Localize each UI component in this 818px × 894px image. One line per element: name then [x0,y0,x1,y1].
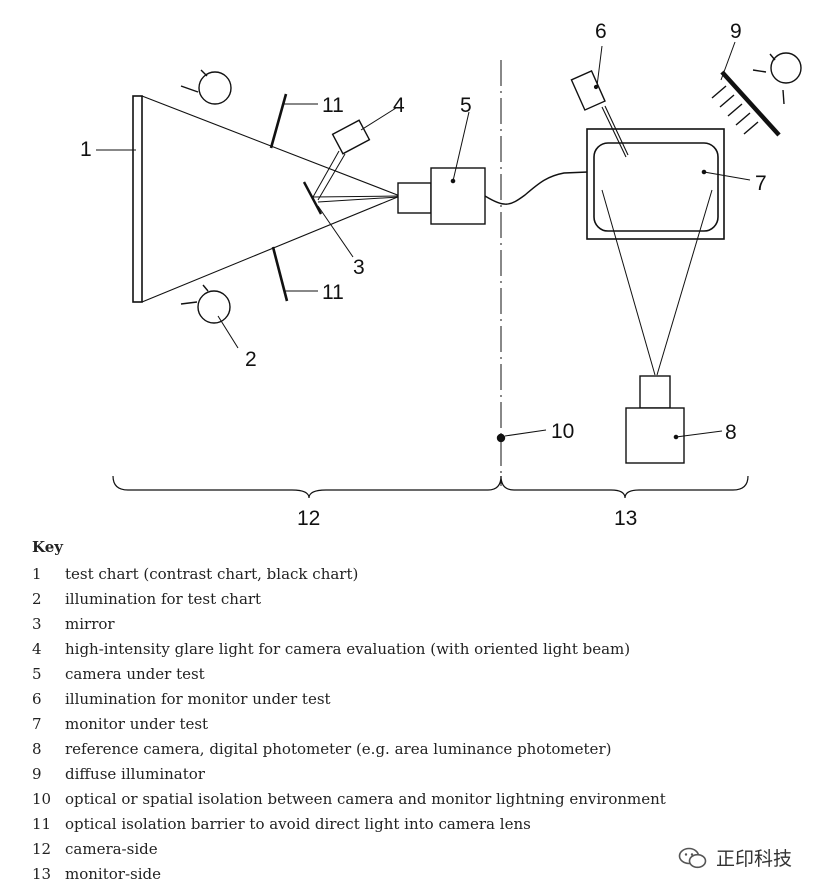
lamp-top [180,69,232,105]
camera-body [430,167,486,225]
diffuse-illuminator [711,52,802,137]
key-number: 10 [32,790,52,808]
watermark-text: 正印科技 [715,848,792,870]
label-11-bottom: 11 [322,281,344,304]
key-row: 12 camera-side [32,837,792,862]
key-row: 1 test chart (contrast chart, black chart… [32,562,792,587]
barrier-top [269,93,288,149]
key-number: 3 [32,615,42,633]
key-row: 4 high-intensity glare light for camera e… [32,637,792,662]
key-number: 12 [32,840,52,858]
key-description: camera-side [65,840,158,858]
label-1: 1 [80,138,92,161]
lamp-bottom [180,284,231,324]
label-6: 6 [595,20,607,43]
brace-monitor-side [500,475,749,499]
key-description: optical or spatial isolation between cam… [65,790,666,808]
key-row: 9 diffuse illuminator [32,762,792,787]
key-description: camera under test [65,665,205,683]
ref-camera-lens [639,375,671,409]
label-5: 5 [460,94,472,117]
key-row: 13 monitor-side [32,862,792,887]
key-row: 6 illumination for monitor under test [32,687,792,712]
key-description: illumination for monitor under test [65,690,331,708]
label-7: 7 [755,172,767,195]
label-13: 13 [614,507,637,530]
label-12: 12 [297,507,320,530]
key-number: 5 [32,665,42,683]
key-description: diffuse illuminator [65,765,205,783]
key-number: 8 [32,740,42,758]
label-2: 2 [245,348,257,371]
key-number: 9 [32,765,42,783]
test-chart [132,95,143,303]
label-9: 9 [730,20,742,43]
watermark: 正印科技 [678,844,792,871]
monitor-screen [593,142,719,232]
camera-lens [397,182,432,214]
key-list: 1 test chart (contrast chart, black chart… [32,562,792,887]
key-number: 6 [32,690,42,708]
key-title: Key [32,538,63,556]
key-row: 8 reference camera, digital photometer (e… [32,737,792,762]
key-description: monitor under test [65,715,209,733]
key-description: high-intensity glare light for camera ev… [65,640,631,658]
key-row: 2 illumination for test chart [32,587,792,612]
key-number: 4 [32,640,42,658]
key-legend: Key 1 test chart (contrast chart, black c… [32,536,792,887]
key-row: 11 optical isolation barrier to avoid dir… [32,812,792,837]
glare-light [331,119,371,155]
key-description: test chart (contrast chart, black chart) [65,565,359,583]
key-description: reference camera, digital photometer (e.… [65,740,612,758]
wechat-icon [678,847,707,868]
key-number: 7 [32,715,42,733]
monitor-frame [586,128,725,240]
label-4: 4 [393,94,405,117]
key-row: 10 optical or spatial isolation between c… [32,787,792,812]
monitor-lamp [570,69,606,111]
key-description: optical isolation barrier to avoid direc… [65,815,531,833]
key-row: 3 mirror [32,612,792,637]
key-description: monitor-side [65,865,161,883]
brace-camera-side [112,475,502,499]
mirror [302,181,323,215]
key-description: illumination for test chart [65,590,262,608]
key-number: 1 [32,565,42,583]
key-row: 7 monitor under test [32,712,792,737]
key-number: 13 [32,865,52,883]
key-description: mirror [65,615,115,633]
key-number: 11 [32,815,52,833]
label-3: 3 [353,256,365,279]
barrier-bottom [271,246,289,302]
label-11-top: 11 [322,94,344,117]
setup-diagram: 1 2 3 4 5 6 7 8 9 10 11 11 12 13 [80,20,802,530]
label-8: 8 [725,421,737,444]
key-number: 2 [32,590,42,608]
camera-cable [484,171,589,205]
label-10: 10 [551,420,574,443]
key-row: 5 camera under test [32,662,792,687]
